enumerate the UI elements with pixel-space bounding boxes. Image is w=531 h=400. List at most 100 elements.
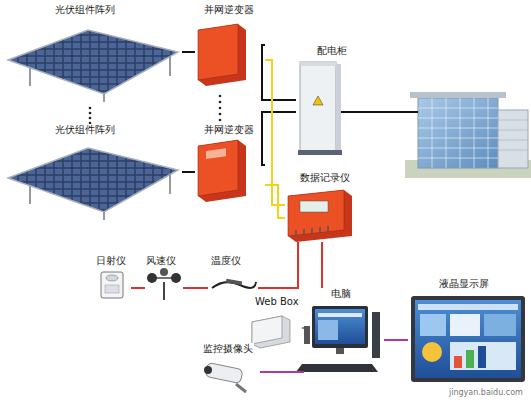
lcd-screen-device: [418, 304, 518, 310]
lcd-screen-device: [484, 314, 516, 336]
device-label: 监控摄像头: [202, 343, 254, 355]
computer: [372, 312, 380, 358]
pv-array-top: [29, 68, 31, 86]
data-logger: [296, 226, 328, 236]
distribution-cabinet: [298, 150, 342, 155]
wire-to-building: [341, 111, 418, 113]
computer: [312, 306, 368, 348]
ellipsis-dots: [219, 119, 222, 122]
pv-array-bottom: [8, 148, 178, 220]
inverter-bottom: [198, 140, 238, 196]
data-logger: [288, 190, 352, 242]
device-node: 并网逆变器: [195, 124, 265, 204]
watermark: jingyan.baidu.com: [448, 388, 524, 398]
lcd-screen-device: [422, 342, 442, 362]
device-node: 光伏组件阵列: [2, 4, 182, 102]
pv-array-top: [8, 30, 178, 102]
building: [498, 110, 528, 168]
building: [418, 98, 498, 168]
device-label: 光伏组件阵列: [54, 124, 116, 136]
distribution-cabinet: [298, 62, 342, 155]
cable: [182, 51, 195, 53]
lcd-screen-device: [411, 296, 525, 382]
building: [498, 120, 528, 150]
computer: [304, 326, 310, 344]
camera: [204, 362, 246, 392]
pv-array-top: [169, 56, 171, 76]
pv-array-bottom: [29, 186, 31, 204]
cable: [384, 339, 408, 341]
web-box-device: [252, 316, 282, 344]
device-node: 监控摄像头: [200, 343, 260, 393]
cable: [258, 242, 298, 288]
pv-array-top: [103, 94, 105, 102]
cable: [262, 45, 296, 100]
ellipsis-dots: [219, 113, 222, 116]
device-label: 风速仪: [145, 255, 177, 267]
camera: [205, 362, 243, 383]
pv-array-top: [8, 30, 178, 94]
cable: [183, 287, 208, 289]
device-node: 风速仪: [145, 255, 183, 303]
ellipsis-dots: [89, 107, 92, 110]
building: [405, 92, 531, 178]
camera: [236, 384, 246, 392]
ellipsis-dots: [219, 101, 222, 104]
inverter-top: [198, 24, 238, 80]
distribution-cabinet: [300, 62, 336, 66]
device-node: 液晶显示屏: [408, 278, 528, 386]
device-label: Web Box: [254, 296, 300, 308]
device-label: 并网逆变器: [203, 4, 255, 16]
distribution-cabinet: [300, 62, 336, 152]
thermometer: [212, 279, 256, 288]
device-label: 电脑: [330, 288, 352, 300]
cable: [182, 171, 195, 173]
anemometer: [147, 273, 157, 283]
pv-array-bottom: [169, 174, 171, 194]
lcd-screen-device: [466, 350, 474, 368]
computer: [315, 309, 365, 344]
thermometer: [226, 279, 242, 286]
data-logger: [288, 190, 352, 242]
ellipsis-dots: [219, 95, 222, 98]
computer: [296, 364, 378, 372]
cable: [131, 287, 145, 289]
lcd-screen-device: [450, 314, 480, 336]
inverter-bottom: [198, 140, 246, 202]
computer: [318, 320, 338, 340]
device-node: 电脑: [304, 288, 384, 378]
web-box-device: [252, 316, 290, 348]
device-label: 并网逆变器: [203, 124, 255, 136]
pyranometer: [105, 285, 119, 293]
inverter-top: [198, 24, 246, 86]
lcd-screen-device: [478, 346, 486, 368]
device-node: Web Box: [248, 296, 302, 348]
anemometer: [160, 268, 168, 276]
cable: [321, 242, 323, 288]
camera: [204, 366, 212, 374]
building: [410, 92, 506, 98]
pyranometer: [101, 272, 123, 298]
building: [418, 98, 498, 168]
cable: [260, 371, 304, 373]
lcd-screen-device: [420, 314, 446, 336]
data-logger: [288, 190, 344, 236]
wire-to-building: [341, 112, 418, 113]
lcd-screen-device: [450, 342, 516, 370]
anemometer: [171, 273, 181, 283]
cable: [265, 60, 285, 205]
pv-array-bottom: [8, 148, 178, 212]
device-label: 液晶显示屏: [438, 278, 490, 290]
pv-array-bottom: [103, 212, 105, 220]
web-box-device: [252, 316, 290, 348]
lcd-screen-device: [411, 296, 525, 382]
device-node: 光伏组件阵列: [2, 124, 182, 224]
pyranometer: [106, 275, 118, 281]
device-label: 温度仪: [210, 255, 242, 267]
device-node: 配电柜: [296, 45, 350, 157]
device-label: 配电柜: [316, 45, 348, 57]
computer: [336, 348, 344, 354]
lcd-screen-device: [454, 356, 462, 368]
cable: [302, 327, 304, 329]
